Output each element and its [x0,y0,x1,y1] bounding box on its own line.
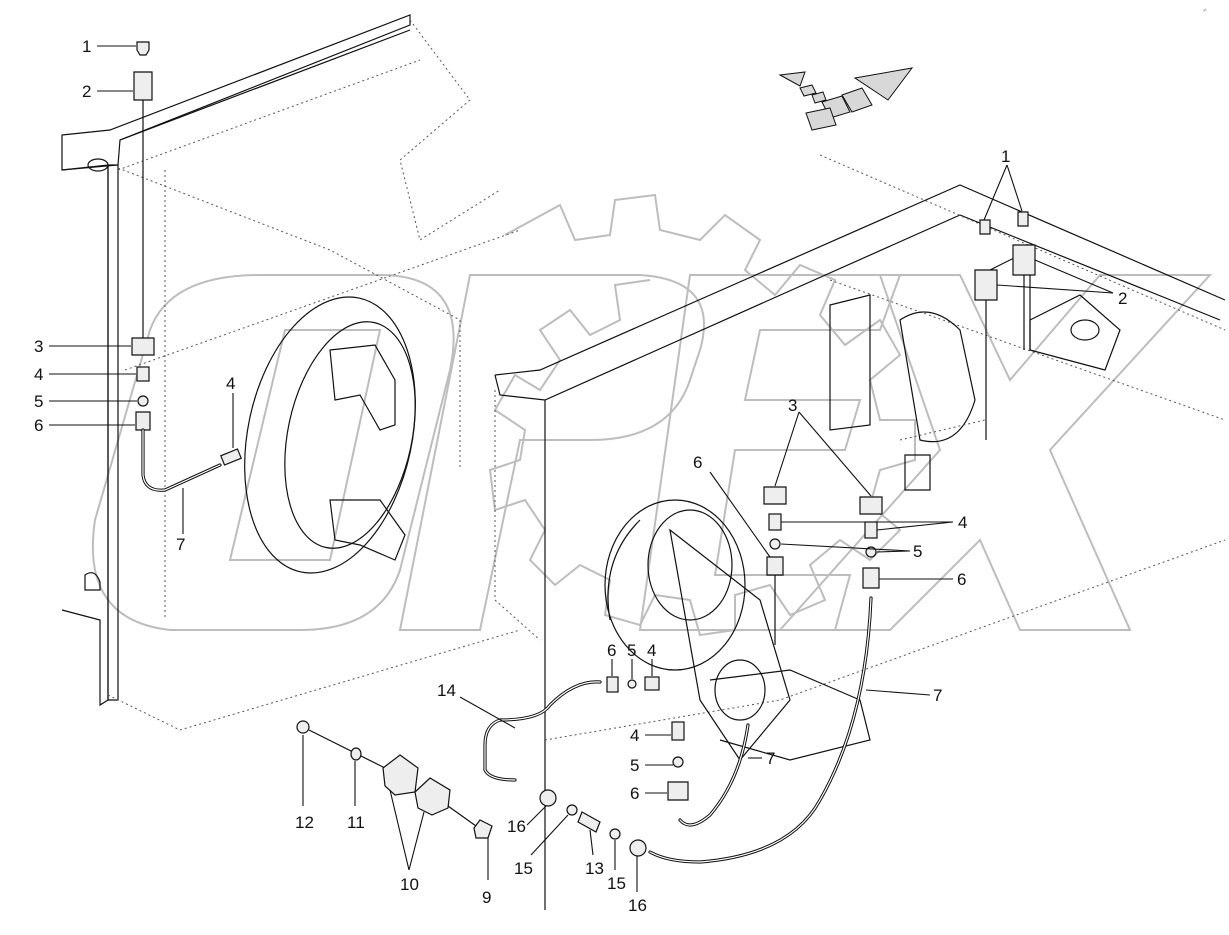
corner-mark: ✍ [1203,6,1208,14]
right-adapter-2b [1012,244,1036,276]
left-frame [61,14,521,731]
leader-lines [49,45,1114,892]
clamp-10b [414,777,451,816]
callout-left-1: 1 [82,37,91,56]
right-sleeve-6a [766,556,784,576]
left-fitting-4b [220,448,242,466]
callout-11: 11 [347,813,365,832]
right-sleeve-6b [862,567,880,589]
callout-low-4: 4 [630,726,639,745]
callout-mid-6: 6 [607,641,616,660]
left-fitting-4 [136,366,150,382]
right-nut-3a [763,486,787,505]
callout-10: 10 [400,875,419,894]
direction-arrows-icon [778,67,914,131]
right-fitting-4b [864,521,878,539]
right-adapter-2a [974,269,998,301]
callout-labels: 1 2 3 4 5 6 4 7 1 2 3 4 5 6 6 7 6 5 4 4 … [34,37,1127,915]
right-washer-5a [769,538,781,550]
callout-right-3: 3 [788,396,797,415]
mid-fitting-4 [644,676,660,691]
left-lubrication-assembly [131,41,242,492]
callout-right-1: 1 [1001,147,1010,166]
callout-left-6: 6 [34,416,43,435]
callout-12: 12 [295,813,314,832]
callout-right-5: 5 [913,542,922,561]
right-frame [494,154,1226,910]
left-washer-5 [137,395,149,407]
callout-right-7: 7 [933,686,942,705]
callout-right-2: 2 [1118,289,1127,308]
low-washer-5 [672,756,684,768]
callout-right-6a: 6 [693,453,702,472]
callout-15b: 15 [607,874,626,893]
fitting-13 [577,811,601,833]
callout-mid-4: 4 [647,641,656,660]
callout-low-6: 6 [630,784,639,803]
banjo-16a [539,789,557,807]
callout-13: 13 [585,859,604,878]
callout-mid-5: 5 [627,641,636,660]
middle-lower-assembly [296,676,689,857]
callout-low-5: 5 [630,756,639,775]
callout-right-4: 4 [958,513,967,532]
callout-left-4b: 4 [226,374,235,393]
callout-9: 9 [482,888,491,907]
callout-16b: 16 [628,896,647,915]
callout-15a: 15 [514,859,533,878]
left-sleeve-6 [135,411,151,431]
mid-washer-5 [627,679,637,689]
callout-left-5: 5 [34,392,43,411]
grease-nipple-icon [979,219,991,235]
opex-watermark [91,193,1213,637]
callout-left-3: 3 [34,337,43,356]
callout-right-6b: 6 [957,570,966,589]
left-adapter-2 [133,71,153,101]
callout-16a: 16 [507,817,526,836]
bolt-9 [473,819,493,839]
grease-nipple-icon [1017,211,1029,227]
callout-left-2: 2 [82,82,91,101]
low-sleeve-6 [667,781,689,801]
washer-15b [609,828,621,840]
washer-11 [350,747,362,761]
callout-left-7: 7 [176,535,185,554]
right-upper-assembly [648,211,1036,864]
washer-15a [566,804,578,816]
nut-12 [296,720,310,734]
left-nut-3 [131,337,155,356]
banjo-16b [629,839,647,857]
right-fitting-4a [768,513,782,531]
callout-left-4a: 4 [34,365,43,384]
callout-14: 14 [437,681,456,700]
low-fitting-4 [671,721,685,741]
right-nut-3b [859,496,883,515]
clamp-10a [382,754,419,796]
callout-low-7: 7 [766,749,775,768]
grease-nipple-icon [136,41,150,56]
mid-sleeve-6 [606,676,619,693]
